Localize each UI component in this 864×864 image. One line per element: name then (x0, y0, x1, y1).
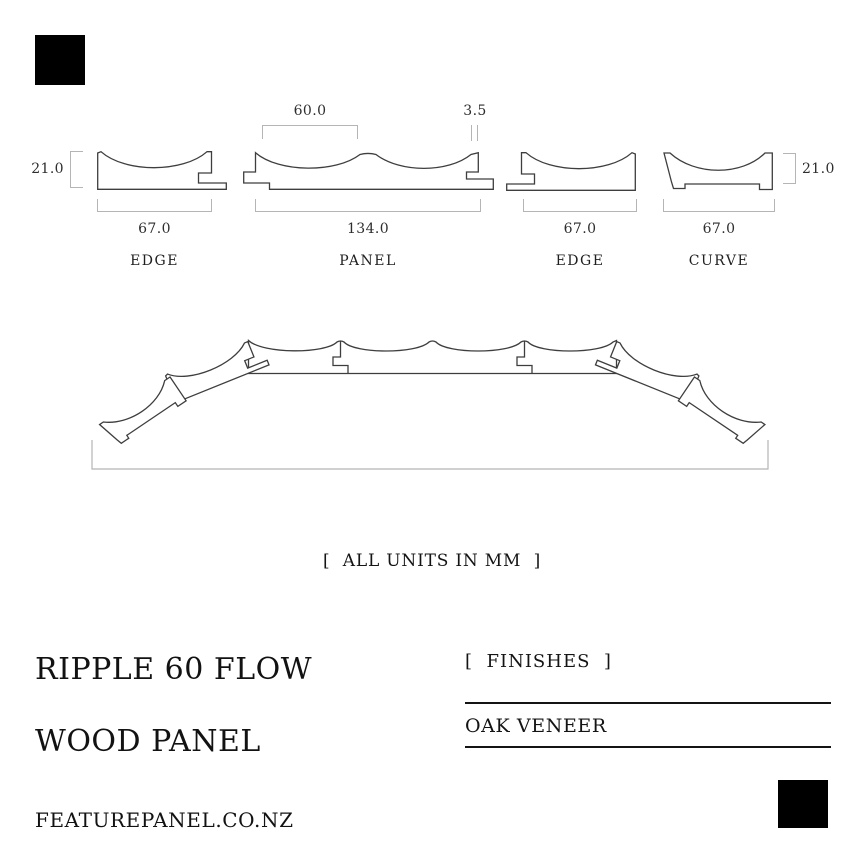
profile-name-edge2: EDGE (555, 253, 605, 269)
dim-label-panel-ridge: 3.5 (463, 103, 487, 119)
edge-profile-drawing-right (506, 151, 636, 191)
dim-label-edge-height: 21.0 (31, 161, 64, 177)
units-note: [ ALL UNITS IN MM ] (322, 551, 542, 571)
panel-profile-drawing (243, 151, 494, 190)
product-title-line2: WOOD PANEL (35, 724, 261, 759)
dim-label-edge1-width: 67.0 (138, 221, 171, 237)
dim-bracket-curve-height (783, 153, 796, 184)
dim-label-edge2-width: 67.0 (563, 221, 597, 237)
profile-name-panel: PANEL (339, 253, 397, 269)
product-title-line1: RIPPLE 60 FLOW (35, 652, 313, 687)
dim-label-curve-height: 21.0 (802, 161, 835, 177)
finishes-divider-bottom (465, 746, 831, 748)
assembled-panel-array-drawing (91, 336, 769, 470)
dim-bracket-panel-width (255, 199, 481, 212)
dim-bracket-edge1-width (97, 199, 212, 212)
dim-label-curve-width: 67.0 (702, 221, 736, 237)
dim-label-panel-width: 134.0 (346, 221, 390, 237)
product-title: RIPPLE 60 FLOW WOOD PANEL (35, 652, 312, 760)
finishes-header: [ FINISHES ] (465, 651, 612, 672)
dim-bracket-curve-width (663, 199, 775, 212)
profile-name-curve: CURVE (688, 253, 750, 269)
dim-bracket-panel-ridge (471, 125, 478, 141)
profile-name-edge1: EDGE (130, 253, 179, 269)
dim-bracket-edge2-width (523, 199, 637, 212)
edge-profile-drawing-left (97, 150, 227, 190)
dim-bracket-edge-height (70, 151, 83, 188)
dim-bracket-panel-60 (262, 125, 358, 139)
finishes-divider-top (465, 702, 831, 704)
corner-square-bottom-right (778, 780, 828, 828)
dim-label-panel-60: 60.0 (293, 103, 327, 119)
finish-option-oak-veneer: OAK VENEER (465, 715, 607, 737)
website-url: FEATUREPANEL.CO.NZ (35, 808, 294, 832)
curve-profile-drawing (663, 152, 773, 191)
corner-square-top-left (35, 35, 85, 85)
